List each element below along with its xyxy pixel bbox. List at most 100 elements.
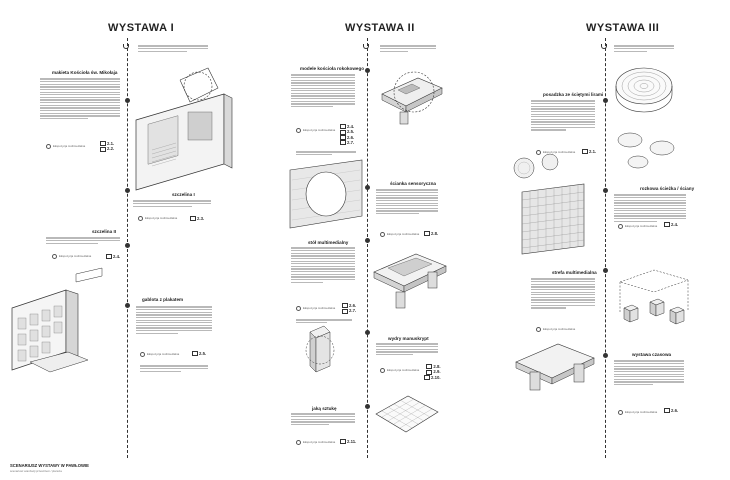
meta-label: Ekspozycja multimedialna xyxy=(52,254,91,259)
description-text xyxy=(531,99,595,132)
item-title-rozkowa: rozkowa ścieżka / ściany xyxy=(640,186,695,191)
timeline-1 xyxy=(127,38,128,458)
description-text xyxy=(46,236,120,245)
item-title-scianka: ścianka sensoryczna xyxy=(390,181,436,186)
pin-icon xyxy=(46,144,51,149)
description-text xyxy=(531,277,595,310)
image-icon xyxy=(664,408,670,414)
image-icon xyxy=(340,140,346,146)
round-tables-drawing xyxy=(617,132,675,169)
meta-label: Ekspozycja multimedialna xyxy=(536,150,575,155)
column-title-2: WYSTAWA II xyxy=(345,22,415,34)
timeline-dot xyxy=(125,243,130,248)
image-icon xyxy=(424,231,430,237)
reference-number: 2.6. xyxy=(664,408,678,414)
timeline-dot xyxy=(603,188,608,193)
image-icon xyxy=(340,135,346,141)
reference-number: 2.1.2.2. xyxy=(100,141,114,152)
pin-icon xyxy=(138,216,143,221)
magnet-icon xyxy=(363,44,369,49)
magnet-icon xyxy=(601,44,607,49)
meta-label: Ekspozycja multimedialna xyxy=(46,144,85,149)
description-text xyxy=(376,342,438,357)
timeline-dot xyxy=(365,238,370,243)
image-icon xyxy=(190,216,196,222)
description-text xyxy=(376,188,438,216)
pin-icon xyxy=(296,306,301,311)
note-text xyxy=(296,150,356,157)
pin-icon xyxy=(296,440,301,445)
description-text xyxy=(614,193,686,223)
reference-number: 2.8.2.9.2.10. xyxy=(424,364,441,381)
timeline-dot xyxy=(365,330,370,335)
reference-number: 2.4.2.5.2.6.2.7. xyxy=(340,124,354,146)
image-icon xyxy=(100,146,106,152)
item-title-strefa: strefa multimedialna xyxy=(552,270,597,275)
image-icon xyxy=(100,141,106,147)
description-text xyxy=(291,246,355,284)
reference-number: 2.3. xyxy=(190,216,204,222)
item-title-modele: modele kościoła rokokowego xyxy=(300,66,365,71)
meta-label: Ekspozycja multimedialna xyxy=(618,224,657,229)
meta-label: Ekspozycja multimedialna xyxy=(380,232,419,237)
image-icon xyxy=(424,375,430,381)
reference-number: 2.4. xyxy=(664,222,678,228)
item-title-stol: stół multimedialny xyxy=(308,240,349,245)
item-title-szczelina1: szczelina I xyxy=(172,192,195,197)
note-text xyxy=(380,44,436,53)
timeline-2 xyxy=(367,38,368,458)
item-title-wystawa: wystawa czasowa xyxy=(632,352,672,357)
pin-icon xyxy=(536,327,541,332)
description-text xyxy=(291,412,355,427)
image-icon xyxy=(192,351,198,357)
meta-label: Ekspozycja multimedialna xyxy=(618,410,657,415)
footer-subtitle: scenariusz aranżacji przestrzeni / plans… xyxy=(10,469,62,473)
mesh-floor-drawing xyxy=(375,395,439,433)
item-title-jaka: jaką sztukę xyxy=(312,406,337,411)
description-text xyxy=(133,199,211,208)
item-title-posadzka: posadzka ze ściętymi lirami xyxy=(543,92,604,97)
reference-number: 2.4. xyxy=(106,254,120,260)
reference-number: 2.11. xyxy=(340,439,356,445)
item-title-gablota: gablota z plakatem xyxy=(142,297,184,302)
reference-number: 2.6.2.7. xyxy=(342,303,356,314)
timeline-dot xyxy=(365,68,370,73)
description-text xyxy=(40,77,120,121)
pin-icon xyxy=(140,352,145,357)
image-icon xyxy=(582,149,588,155)
description-text xyxy=(614,359,684,387)
item-title-wydry: wydry manuskrypt xyxy=(388,336,429,341)
item-title-szczelina2: szczelina II xyxy=(92,229,117,234)
object-drawing xyxy=(305,325,335,373)
model-table-drawing xyxy=(381,71,443,125)
timeline-dot xyxy=(365,404,370,409)
note-text xyxy=(614,44,674,53)
image-icon xyxy=(426,364,433,370)
pin-icon xyxy=(52,254,57,259)
pin-icon xyxy=(618,410,623,415)
meta-label: Ekspozycja multimedialna xyxy=(138,216,177,221)
sensory-grid-drawing xyxy=(513,153,585,255)
image-icon xyxy=(340,129,346,135)
timeline-dot xyxy=(125,188,130,193)
pin-icon xyxy=(380,232,385,237)
meta-label: Ekspozycja multimedialna xyxy=(296,306,335,311)
image-icon xyxy=(664,222,670,228)
image-icon xyxy=(340,439,346,445)
description-text xyxy=(291,73,355,109)
multimedia-table-drawing xyxy=(373,253,447,309)
column-title-1: WYSTAWA I xyxy=(108,22,175,34)
note-text xyxy=(140,364,208,373)
sensory-wall-drawing xyxy=(289,159,363,229)
pin-icon xyxy=(536,150,541,155)
timeline-dot xyxy=(125,303,130,308)
note-text xyxy=(138,44,208,53)
reference-number: 2.8. xyxy=(424,231,438,237)
reference-number: 2.5. xyxy=(192,351,206,357)
shelf-unit-drawing xyxy=(11,267,103,373)
timeline-dot xyxy=(603,353,608,358)
meta-label: Ekspozycja multimedialna xyxy=(296,128,335,133)
display-boxes-drawing xyxy=(619,269,689,325)
item-title-makieta: makieta Kościoła św. Mikołaja xyxy=(52,70,118,75)
